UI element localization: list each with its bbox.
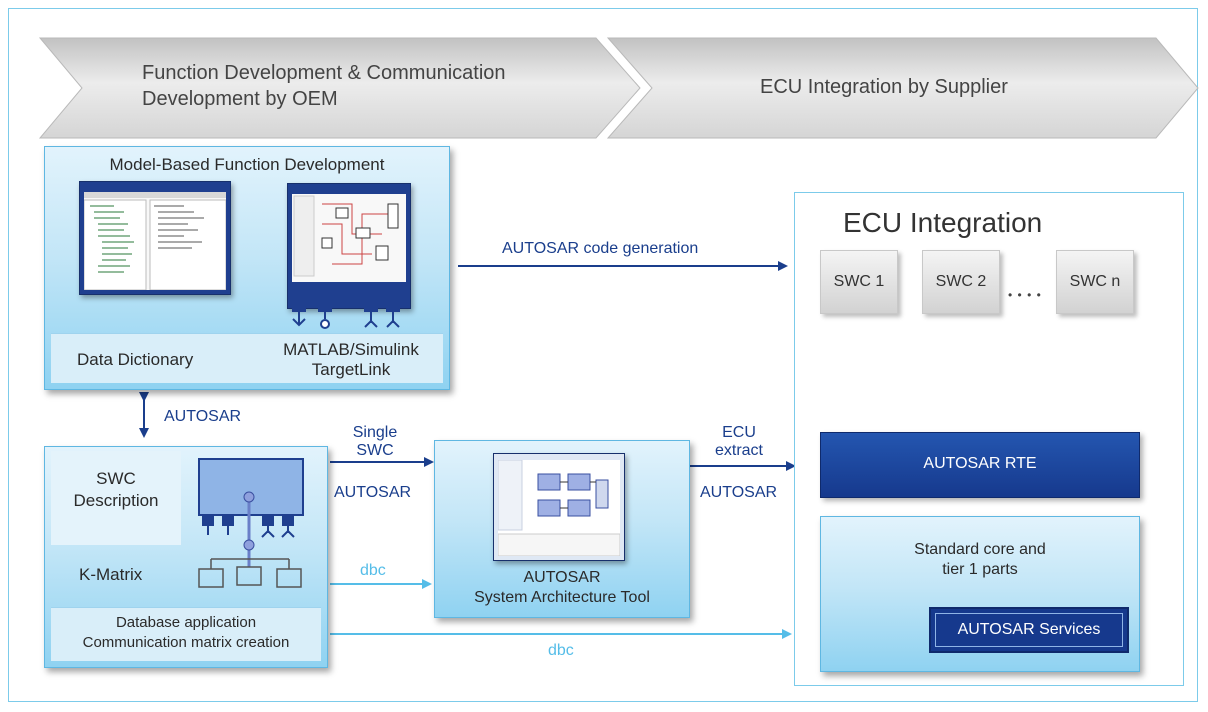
ecu-extract-label-line1: ECU bbox=[722, 424, 756, 441]
data-dictionary-label: Data Dictionary bbox=[77, 350, 194, 369]
swc-n-label: SWC n bbox=[1069, 273, 1121, 290]
swc-description-line2: Description bbox=[73, 491, 159, 510]
code-generation-label: AUTOSAR code generation bbox=[502, 240, 699, 257]
database-caption-line2: Communication matrix creation bbox=[82, 634, 290, 651]
port-icons bbox=[292, 300, 400, 329]
kmatrix-label: K-Matrix bbox=[79, 565, 143, 584]
autosar-services-label: AUTOSAR Services bbox=[957, 621, 1101, 638]
autosar-mid-label: AUTOSAR bbox=[334, 484, 412, 501]
header-oem-line1: Function Development & Communication bbox=[142, 62, 506, 84]
header-chevron-supplier bbox=[606, 37, 1199, 139]
matlab-label-line2: TargetLink bbox=[311, 360, 391, 379]
header-supplier: ECU Integration by Supplier bbox=[760, 76, 1008, 98]
header-chevron-oem bbox=[38, 37, 641, 139]
simulink-screenshot bbox=[287, 183, 411, 309]
single-swc-label-line1: Single bbox=[352, 424, 398, 441]
mbfd-title: Model-Based Function Development bbox=[109, 155, 385, 174]
sat-screenshot bbox=[493, 453, 625, 561]
database-app-box: SWC Description K-Matrix Database applic… bbox=[44, 446, 328, 668]
swc-component-icon bbox=[198, 458, 304, 588]
system-architecture-tool-box: AUTOSAR System Architecture Tool bbox=[434, 440, 690, 618]
swc-n: SWC n bbox=[1056, 250, 1134, 314]
sat-label-line1: AUTOSAR bbox=[523, 569, 601, 586]
mbfd-bottom-panel: Data Dictionary MATLAB/Simulink TargetLi… bbox=[51, 333, 443, 383]
swc-1-label: SWC 1 bbox=[833, 273, 885, 290]
matlab-label-line1: MATLAB/Simulink bbox=[283, 340, 419, 359]
autosar-right-label: AUTOSAR bbox=[700, 484, 778, 501]
database-caption-line1: Database application bbox=[115, 614, 257, 631]
swc-description-line1: SWC bbox=[96, 469, 136, 488]
swc-2: SWC 2 bbox=[922, 250, 1000, 314]
sat-label-line2: System Architecture Tool bbox=[474, 589, 650, 606]
autosar-vertical-label: AUTOSAR bbox=[164, 408, 242, 425]
swc-1: SWC 1 bbox=[820, 250, 898, 314]
dbc-mid-label: dbc bbox=[360, 562, 386, 579]
swc-description-panel bbox=[51, 451, 181, 545]
ecu-integration-title: ECU Integration bbox=[843, 207, 1043, 238]
swc-ellipsis: • • • • bbox=[1008, 288, 1042, 302]
autosar-rte-box: AUTOSAR RTE bbox=[820, 432, 1140, 498]
single-swc-label-line2: SWC bbox=[356, 442, 394, 459]
autosar-rte-label: AUTOSAR RTE bbox=[923, 455, 1037, 472]
standard-core-line2: tier 1 parts bbox=[942, 561, 1018, 578]
standard-core-line1: Standard core and bbox=[914, 541, 1046, 558]
dbc-bottom-label: dbc bbox=[548, 642, 574, 659]
autosar-services-box: AUTOSAR Services bbox=[929, 607, 1129, 653]
mbfd-box: Model-Based Function Development bbox=[44, 146, 450, 390]
swc-2-label: SWC 2 bbox=[935, 273, 987, 290]
standard-core-box: Standard core and tier 1 parts AUTOSAR S… bbox=[820, 516, 1140, 672]
data-dictionary-screenshot bbox=[79, 181, 231, 295]
ecu-extract-label-line2: extract bbox=[714, 442, 763, 459]
header-oem-line2: Development by OEM bbox=[142, 88, 338, 110]
database-caption-panel: Database application Communication matri… bbox=[51, 607, 321, 661]
